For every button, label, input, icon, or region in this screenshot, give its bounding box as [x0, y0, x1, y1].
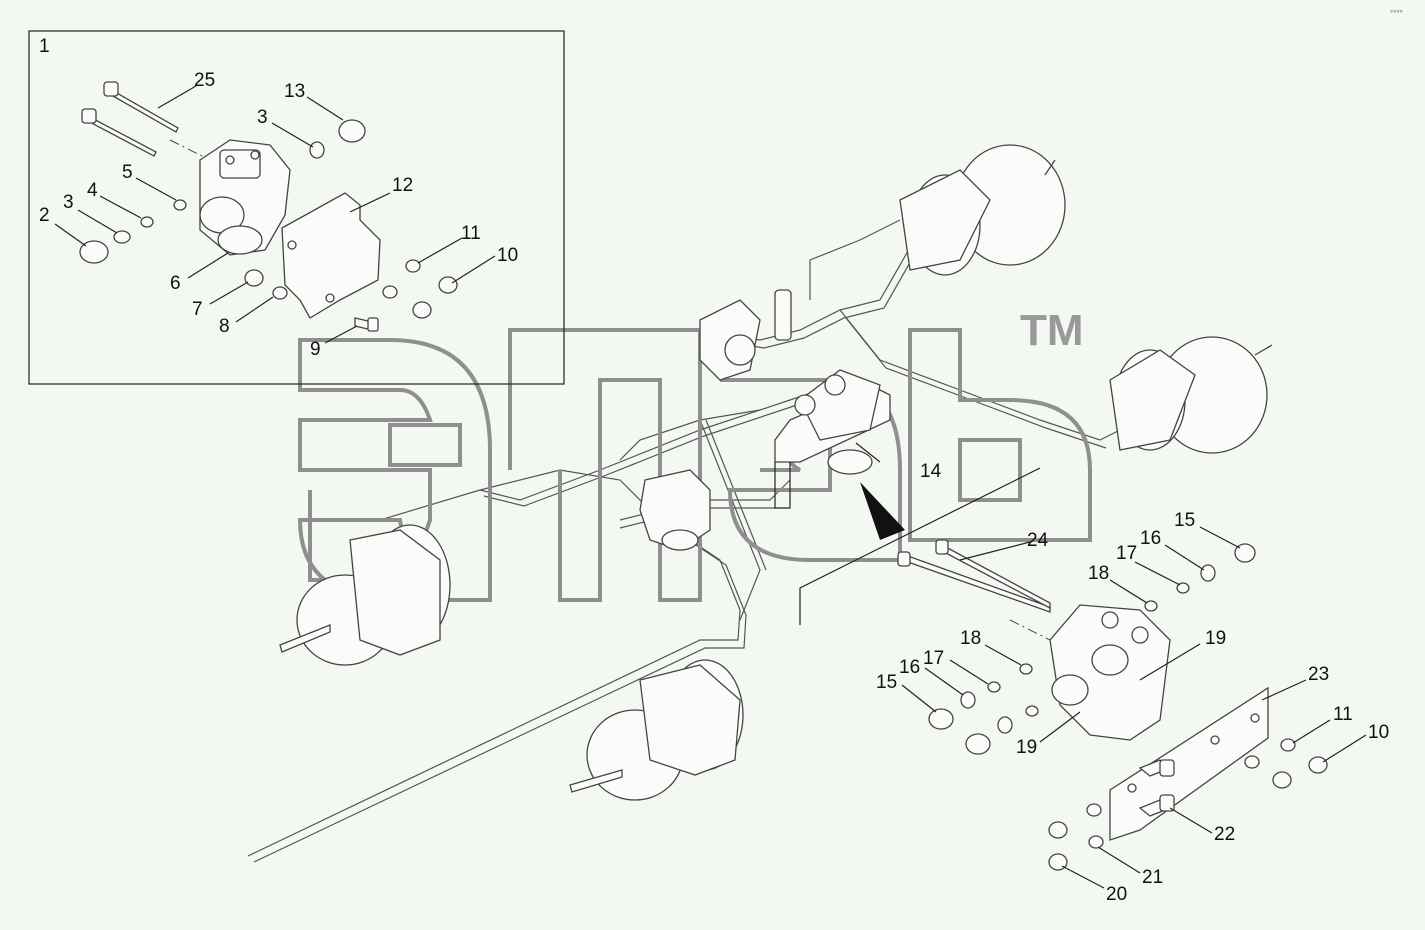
callout-2: 2 — [39, 205, 50, 226]
brake-chamber-top-left — [699, 289, 792, 381]
callout-15-upper: 15 — [1174, 510, 1195, 531]
section-line — [799, 467, 1041, 625]
callout-14: 14 — [920, 461, 942, 482]
callout-22: 22 — [1214, 824, 1235, 845]
callout-5: 5 — [122, 162, 133, 183]
mounting-bracket — [281, 192, 381, 319]
callout-9: 9 — [310, 339, 321, 360]
callout-10-inset: 10 — [497, 245, 518, 266]
callout-17-upper: 17 — [1116, 543, 1137, 564]
callout-16-upper: 16 — [1140, 528, 1161, 549]
callout-3-inset-top: 3 — [257, 107, 268, 128]
callout-18-upper: 18 — [1088, 563, 1109, 584]
watermark-logo: TM — [297, 306, 1092, 602]
callout-3-inset-left: 3 — [63, 192, 74, 213]
callout-13: 13 — [284, 81, 305, 102]
callout-8: 8 — [219, 316, 230, 337]
callout-25: 25 — [194, 70, 215, 91]
brake-chamber-bottom — [569, 659, 744, 801]
callout-20: 20 — [1106, 884, 1127, 905]
brake-chamber-top-right — [899, 144, 1273, 454]
callout-labels: 25 13 3 5 12 2 3 4 11 10 6 7 8 9 14 24 1… — [39, 70, 1389, 905]
callout-16-lower: 16 — [899, 657, 920, 678]
callout-15-lower: 15 — [876, 672, 897, 693]
relay-valve-mid — [639, 469, 711, 551]
callout-6: 6 — [170, 273, 181, 294]
exploded-group-right — [855, 442, 1367, 889]
callout-19-lower: 19 — [1016, 737, 1037, 758]
callout-21: 21 — [1142, 867, 1163, 888]
callout-17-lower: 17 — [923, 648, 944, 669]
callout-24: 24 — [1027, 530, 1049, 551]
callout-19-upper: 19 — [1205, 628, 1226, 649]
callout-10-lower: 10 — [1368, 722, 1389, 743]
callout-23: 23 — [1308, 664, 1329, 685]
inset-group-1: 1 — [28, 30, 565, 385]
callout-18-lower: 18 — [960, 628, 981, 649]
inset-label: 1 — [39, 36, 50, 57]
callout-7: 7 — [192, 299, 203, 320]
brake-chamber-left — [279, 524, 451, 666]
trademark-mark: TM — [1020, 306, 1084, 355]
callout-4: 4 — [87, 180, 98, 201]
valve-assembly-14 — [774, 369, 891, 509]
callout-11-lower: 11 — [1333, 704, 1353, 725]
callout-12: 12 — [392, 175, 413, 196]
callout-11-inset: 11 — [461, 223, 481, 244]
corner-mark: °°°° — [1390, 9, 1403, 18]
relay-valve — [199, 139, 291, 256]
pointer-arrow — [860, 482, 905, 540]
